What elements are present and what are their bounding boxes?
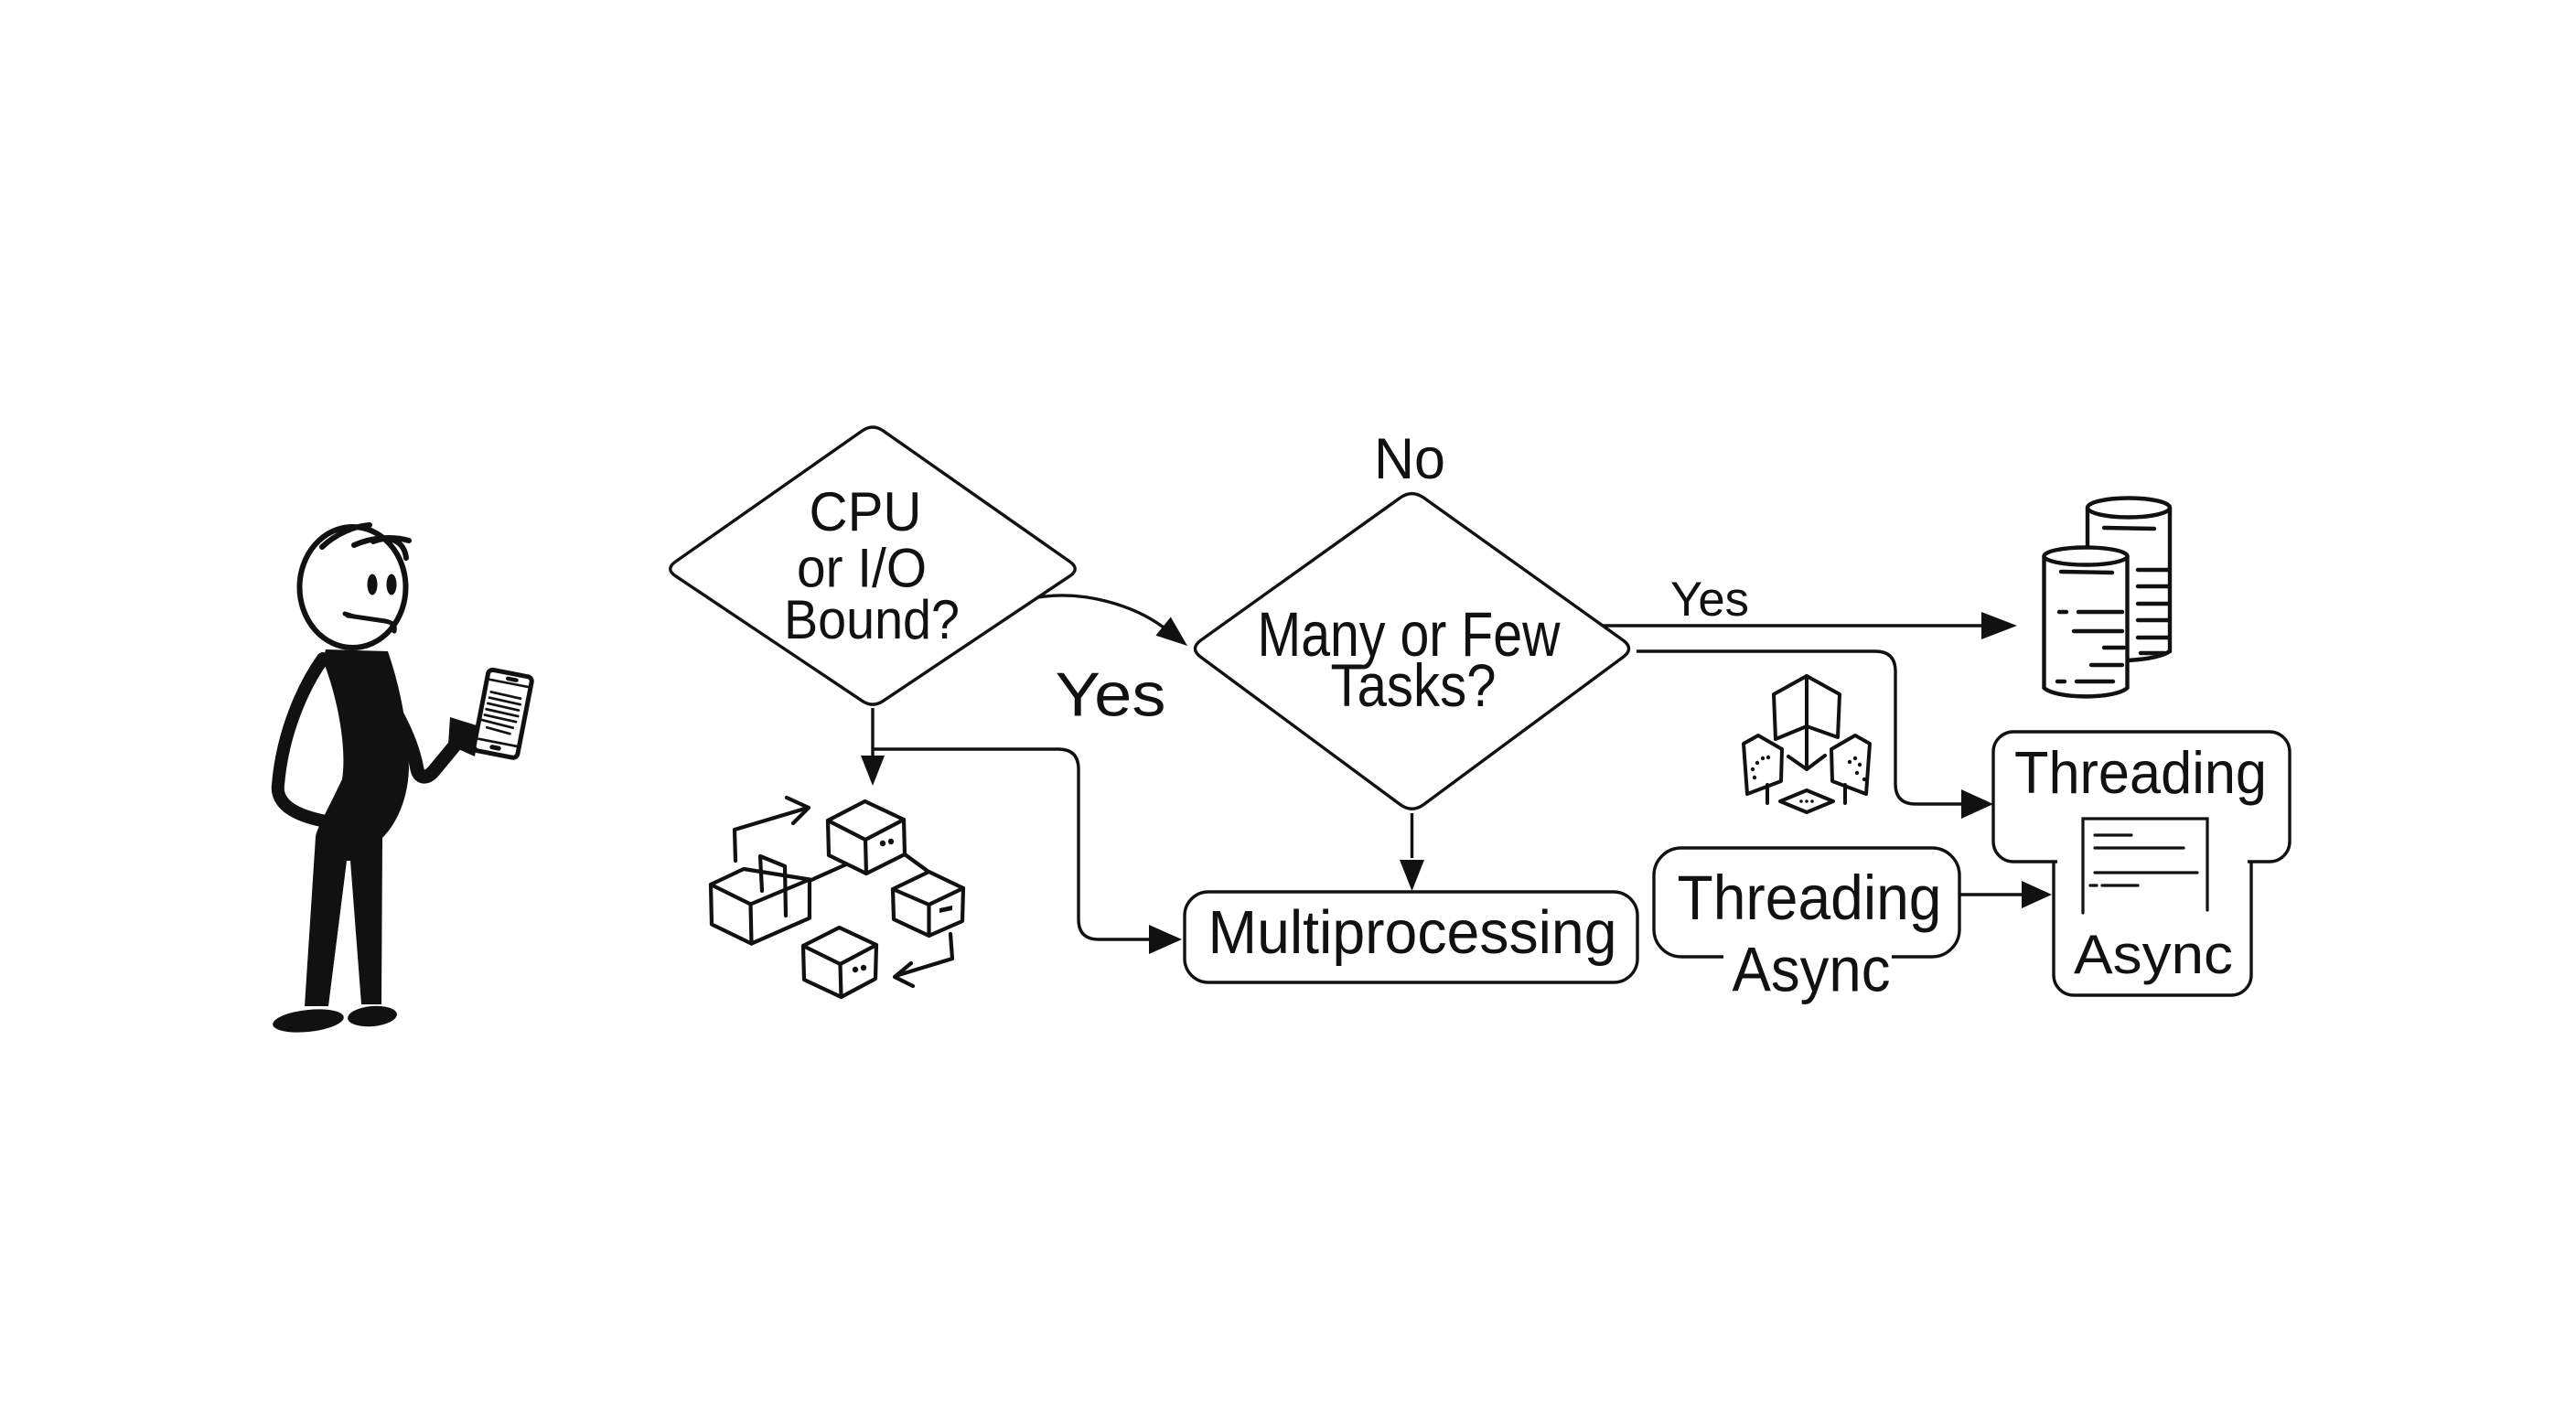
svg-text:Async: Async [1733, 935, 1891, 1005]
svg-text:Yes: Yes [1056, 660, 1166, 730]
svg-text:Tasks?: Tasks? [1331, 651, 1497, 719]
svg-text:Yes: Yes [1670, 573, 1749, 627]
svg-text:Async: Async [2074, 924, 2233, 985]
svg-text:CPU: CPU [810, 481, 922, 542]
svg-text:or I/O: or I/O [797, 538, 927, 599]
svg-text:Threading: Threading [2014, 739, 2267, 806]
svg-text:Many or Few: Many or Few [1258, 599, 1561, 670]
svg-text:Multiprocessing: Multiprocessing [1208, 898, 1617, 967]
svg-text:Threading: Threading [1678, 863, 1942, 933]
svg-text:No: No [1374, 427, 1445, 491]
svg-text:Bound?: Bound? [784, 589, 960, 650]
